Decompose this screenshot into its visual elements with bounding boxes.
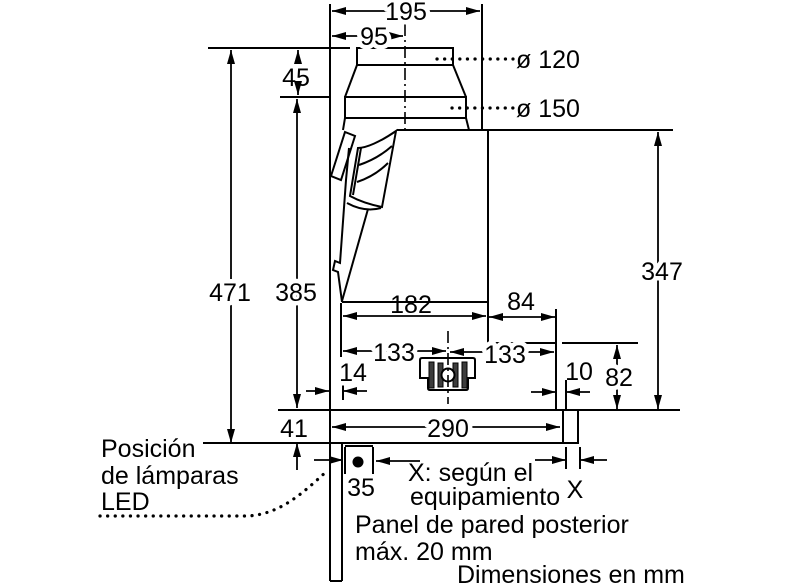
wall-panel-strip	[330, 380, 567, 582]
dim-visor-width: 290	[427, 415, 469, 443]
dim-front-width: 95	[360, 23, 388, 51]
dim-total-width: 195	[385, 0, 427, 26]
dim-center-right: 133	[484, 341, 526, 369]
note-units: Dimensiones en mm	[457, 561, 685, 587]
dim-rear-gap: 10	[565, 358, 593, 386]
note-led-line1: Posición	[101, 435, 196, 463]
damper-flap	[329, 128, 398, 211]
dim-lamp-width: 35	[347, 474, 375, 502]
dim-extension-x: X	[567, 476, 584, 504]
dim-center-left: 133	[373, 339, 415, 367]
label-diameter-lower: ø 150	[516, 95, 580, 123]
dim-total-height: 471	[209, 279, 251, 307]
note-panel-line2: máx. 20 mm	[355, 538, 493, 566]
motor-unit	[419, 331, 476, 404]
dim-stub-height: 45	[282, 64, 310, 92]
dim-rear-box-height: 82	[605, 364, 633, 392]
dimension-labels: 195 95 45 471 385 347 182 84 133 133 14 …	[205, 0, 688, 504]
note-x-line1: X: según el	[408, 459, 533, 487]
dimension-lines	[227, 7, 662, 470]
note-led-line2: de lámparas	[101, 462, 239, 490]
hood-body	[331, 130, 557, 410]
motor-rib	[461, 361, 468, 389]
label-diameter-top: ø 120	[516, 46, 580, 74]
note-led-line3: LED	[101, 488, 150, 516]
dim-filter-width: 182	[390, 291, 432, 319]
led-position-dot	[352, 456, 364, 468]
note-panel-line1: Panel de pared posterior	[355, 511, 629, 539]
motor-rib	[428, 361, 435, 389]
led-leader-dotted	[98, 468, 330, 518]
led-lamp-marker	[98, 445, 374, 518]
note-x-line2: equipamiento	[410, 483, 560, 511]
dim-front-offset: 14	[339, 359, 367, 387]
annotations: Posición de lámparas LED X: según el equ…	[101, 435, 685, 587]
extension-lines	[203, 4, 680, 581]
dim-body-height: 385	[275, 279, 317, 307]
dim-rear-depth: 84	[507, 288, 535, 316]
visor-bar	[329, 409, 579, 444]
dim-visor-height: 41	[280, 415, 308, 443]
dim-rear-height: 347	[641, 258, 683, 286]
